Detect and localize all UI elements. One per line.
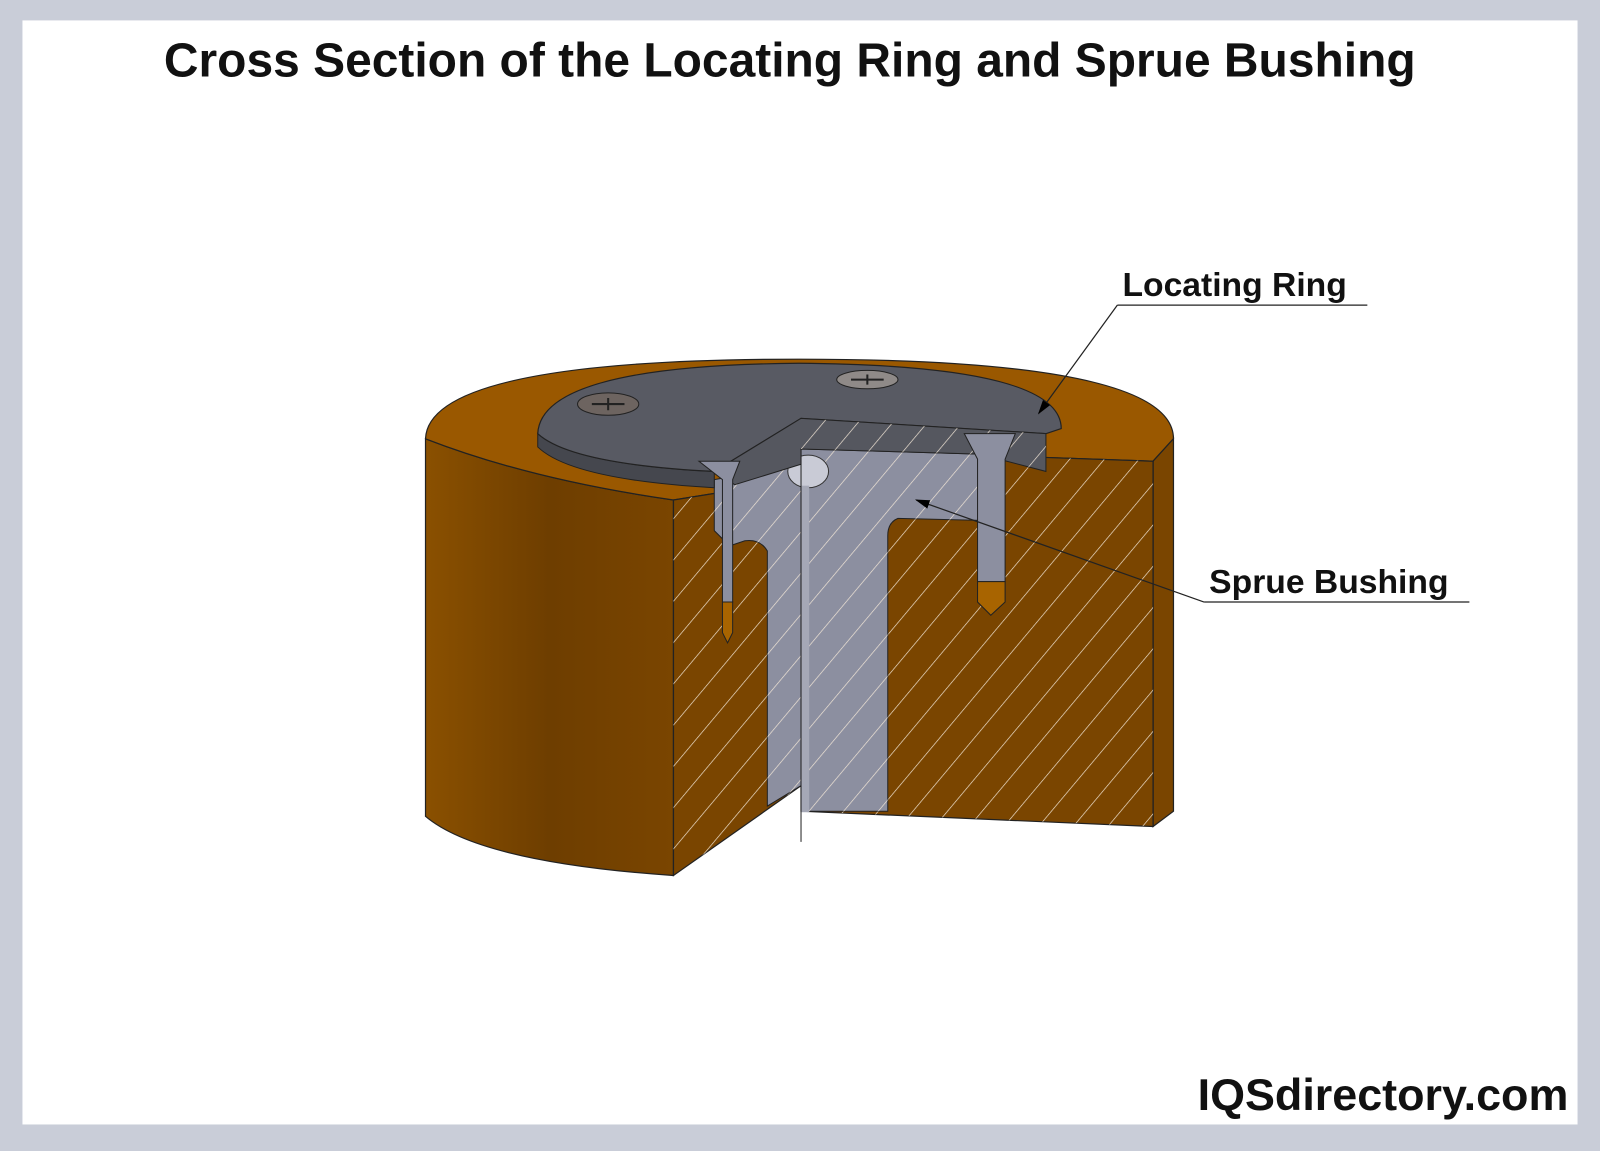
- locating-ring: [537, 362, 1062, 644]
- leader-arrow-sprue-bushing: [914, 499, 1205, 603]
- hatch-bushing: [801, 448, 980, 812]
- mold-right-side: [1152, 437, 1175, 828]
- callout-sprue-bushing: Sprue Bushing: [914, 499, 1470, 603]
- hatch-bushing-left: [714, 464, 802, 807]
- leader-arrow-locating-ring: [1037, 304, 1118, 415]
- brand-watermark: IQSdirectory.com: [1198, 1069, 1569, 1120]
- diagram-title: Cross Section of the Locating Ring and S…: [164, 35, 1416, 88]
- hatch-right-cut: [801, 448, 1154, 827]
- screw-hole-right: [977, 581, 1006, 617]
- label-sprue-bushing: Sprue Bushing: [1209, 564, 1448, 601]
- screw-hole-left: [721, 601, 734, 644]
- label-locating-ring: Locating Ring: [1122, 267, 1346, 304]
- sprue-channel: [801, 485, 810, 813]
- screw-slot: [851, 374, 884, 385]
- screw-slot: [591, 397, 625, 411]
- locating-ring-top: [537, 362, 1062, 473]
- callout-locating-ring: Locating Ring: [1037, 267, 1368, 415]
- hatch-ring: [801, 418, 1046, 472]
- mold-outer-side: [424, 437, 675, 877]
